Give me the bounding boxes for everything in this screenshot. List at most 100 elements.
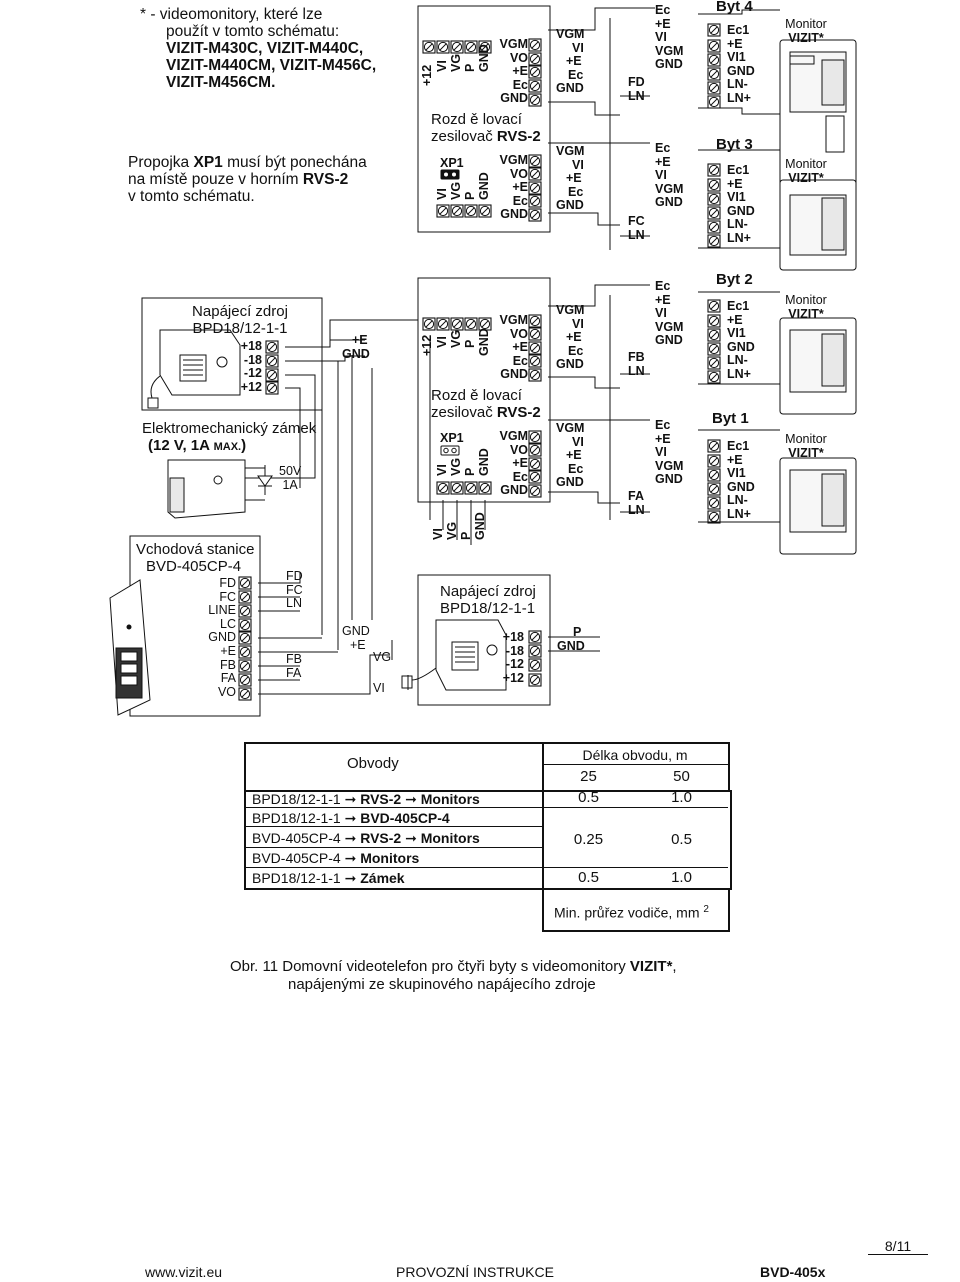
flat4-in-4: GND — [655, 57, 683, 72]
psu2-top-gnd: GND — [473, 512, 487, 540]
branch-b2-1: VI — [572, 434, 584, 449]
station-w-vg: VG — [373, 650, 392, 664]
branch-a-2: +E — [566, 54, 582, 69]
tag-ln-2: LN — [628, 363, 645, 378]
table-head-delka: Délka obvodu, m — [582, 747, 688, 763]
jumper-note-xp1: XP1 — [193, 154, 223, 171]
lock-title-1: Elektromechanický zámek — [142, 420, 317, 437]
footer-center: PROVOZNÍ INSTRUKCE — [396, 1264, 554, 1280]
amp2-term-gnd: GND — [477, 328, 491, 356]
diode-current: 1A — [282, 477, 298, 492]
diode-voltage: 50V — [279, 464, 302, 478]
amp2-out-a-2: +E — [512, 340, 528, 355]
station-t0: FD — [219, 576, 236, 590]
table-body-box — [244, 790, 732, 890]
schema-note: * - videomonitory, které lze použít v to… — [140, 6, 390, 91]
row2-a: BPD18/12-1-1 — [252, 810, 341, 826]
flat3-in-0: Ec — [655, 141, 671, 155]
station-w-ln: LN — [286, 596, 302, 611]
flat1-in-1: +E — [655, 431, 671, 446]
branch-a2-0: VGM — [556, 303, 585, 317]
branch-a-1: VI — [572, 40, 584, 55]
station-t3: LC — [220, 616, 236, 631]
flat2-in-4: GND — [655, 333, 683, 348]
psu1-t2: -12 — [243, 366, 262, 381]
flat3-in-4: GND — [655, 195, 683, 210]
val-3a: 0.5 — [578, 869, 599, 886]
amp2-title: Rozd ě lovací zesilovač RVS-2 — [431, 387, 541, 421]
mon2-t5: LN+ — [727, 366, 751, 381]
amp2-title-2: zesilovač — [431, 404, 497, 421]
psu2-top-vi: VI — [431, 528, 445, 540]
branch-a-bottom: VGM VI +E Ec GND — [556, 303, 585, 372]
amp2-bot-vi: VI — [435, 464, 449, 476]
tag-ln-4: LN — [628, 88, 645, 103]
flat3-in-2: VI — [655, 168, 667, 183]
val-2a: 0.25 — [573, 831, 604, 848]
station-w-e: +E — [350, 637, 366, 652]
row-divider — [244, 847, 542, 848]
monitor3-label-1: Monitor — [785, 157, 827, 171]
mon2-t4: LN- — [727, 353, 748, 368]
amp1-term-12: +12 — [420, 64, 434, 86]
monitor4-label-1: Monitor — [785, 17, 827, 31]
amp2-term-12: +12 — [420, 334, 434, 356]
rvs-bottom-box — [417, 277, 551, 503]
monitor1-label-2: VIZIT* — [788, 445, 824, 460]
row5-b: Zámek — [360, 870, 405, 886]
arrow-icon: ➞ — [344, 850, 357, 866]
amp2-bot-vg: VG — [449, 457, 463, 476]
mon1-t4: LN- — [727, 493, 748, 508]
mon1-t5: LN+ — [727, 506, 751, 521]
footer-url[interactable]: www.vizit.eu — [145, 1264, 223, 1280]
station-w-fa: FA — [286, 665, 302, 680]
psu1-t1: -18 — [243, 352, 262, 367]
station-title: Vchodová stanice BVD-405CP-4 — [136, 541, 254, 575]
mon4-t1: +E — [727, 36, 743, 51]
figure-caption: Obr. 11 Domovní videotelefon pro čtyři b… — [230, 958, 677, 994]
station-title-1: Vchodová stanice — [136, 541, 255, 558]
flat4-in-1: +E — [655, 16, 671, 31]
psu2-t2: -12 — [505, 657, 524, 672]
caption-line2: napájenými ze skupinového napájecího zdr… — [288, 976, 596, 993]
psu1-t0: +18 — [240, 339, 262, 353]
flat4-in-3: VGM — [655, 43, 684, 58]
monitor2-label-2: VIZIT* — [788, 306, 824, 321]
table-row-2: BPD18/12-1-1 ➞ BVD-405CP-4 — [252, 810, 450, 826]
tag-fa: FA — [628, 489, 644, 503]
table-col-25: 25 — [580, 768, 597, 785]
flat1-in-2: VI — [655, 445, 667, 460]
amp1-title: Rozd ě lovací zesilovač RVS-2 — [431, 111, 541, 145]
amp1-term-vi: VI — [435, 60, 449, 72]
amp2-out-b-1: VO — [509, 442, 528, 457]
mon1-t1: +E — [727, 452, 743, 467]
mon2-t2: VI1 — [727, 326, 746, 341]
amp2-out-b-4: GND — [500, 483, 528, 498]
station-title-2: BVD-405CP-4 — [146, 558, 242, 575]
flat2-in-2: VI — [655, 306, 667, 321]
branch-b2-2: +E — [566, 448, 582, 463]
mon4-t3: GND — [727, 63, 755, 78]
flat3-in-1: +E — [655, 154, 671, 169]
psu2-top-p: P — [459, 531, 473, 540]
amp1-model: RVS-2 — [496, 128, 541, 145]
row4-a: BVD-405CP-4 — [252, 850, 341, 866]
page-number: 8/11 — [868, 1238, 928, 1255]
branch-b-4: GND — [556, 198, 584, 213]
amp1-term-p: P — [463, 63, 477, 72]
amp1-bot-vg: VG — [449, 181, 463, 200]
amp1-out-b-2: +E — [512, 180, 528, 195]
caption-model: VIZIT* — [629, 958, 673, 975]
table-head-right-box — [542, 742, 730, 792]
mon3-t4: LN- — [727, 217, 748, 232]
mon4-t5: LN+ — [727, 90, 751, 105]
val-3b: 1.0 — [671, 869, 692, 886]
arrow-icon: ➞ — [344, 830, 357, 846]
